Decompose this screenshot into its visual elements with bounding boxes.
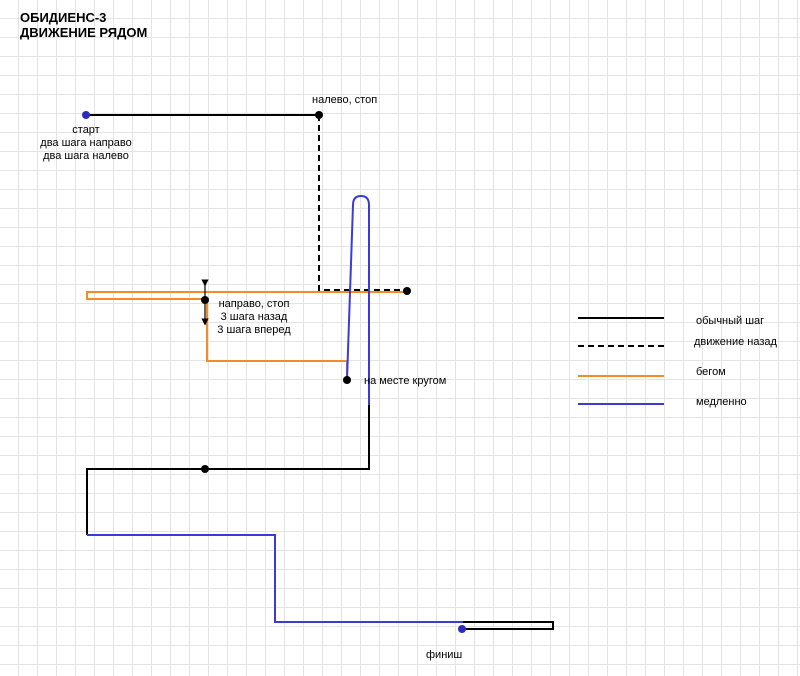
left-stop-label: налево, стоп — [312, 94, 378, 106]
path-backward — [318, 115, 407, 291]
start-point — [82, 111, 90, 119]
finish-point — [458, 625, 466, 633]
backward-end-point — [403, 287, 411, 295]
title-line-2: ДВИЖЕНИЕ РЯДОМ — [20, 25, 148, 40]
path-normal-end — [463, 621, 554, 630]
legend-label-normal: обычный шаг — [696, 315, 765, 327]
turn-in-place-label: на месте кругом — [364, 375, 447, 387]
legend-label-slow: медленно — [696, 396, 747, 408]
right-stop-label: направо, стоп 3 шага назад 3 шага вперед — [217, 298, 291, 336]
path-slow-finish — [87, 534, 463, 623]
right-stop-point — [201, 296, 209, 304]
title-line-1: ОБИДИЕНС-3 — [20, 10, 107, 25]
left-stop-point — [315, 111, 323, 119]
turn-point — [343, 376, 351, 384]
legend-lines — [578, 317, 664, 405]
start-label: старт два шага направо два шага налево — [40, 124, 132, 162]
legend-label-backward: движение назад — [694, 336, 777, 348]
middle-point — [201, 465, 209, 473]
path-slow-loop-curve — [346, 194, 370, 405]
diagram-title: ОБИДИЕНС-3 ДВИЖЕНИЕ РЯДОМ — [20, 10, 147, 40]
path-normal-middle — [86, 405, 370, 535]
legend-label-run: бегом — [696, 366, 726, 378]
finish-label: финиш — [426, 649, 463, 661]
